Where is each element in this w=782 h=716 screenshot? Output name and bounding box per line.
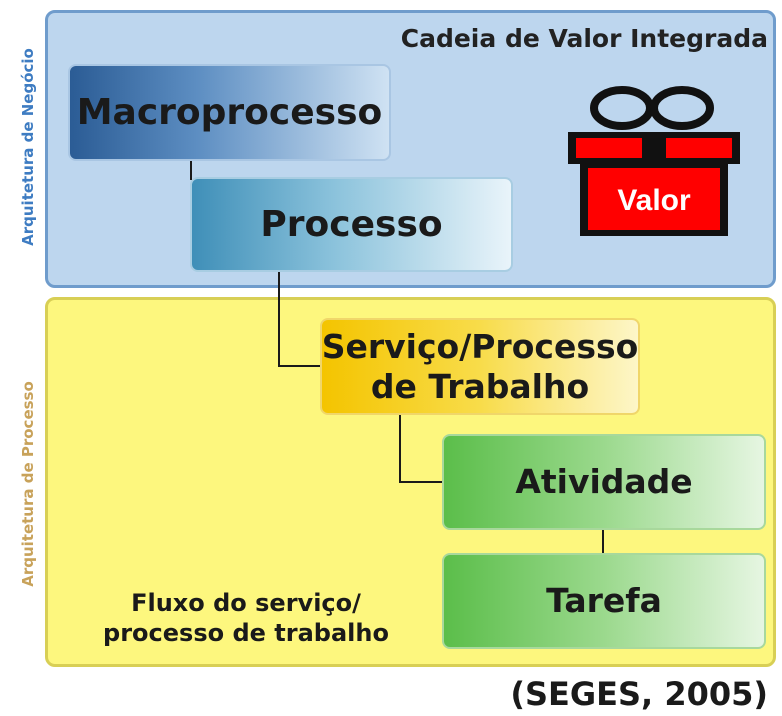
process-box: Processo xyxy=(190,177,513,272)
connector-servico-atividade xyxy=(399,415,444,483)
flow-label: Fluxo do serviço/ processo de trabalho xyxy=(66,588,426,648)
value-chain-title: Cadeia de Valor Integrada xyxy=(400,24,768,53)
connector-processo-servico xyxy=(278,272,322,367)
flow-label-line1: Fluxo do serviço/ xyxy=(131,589,361,617)
macroprocess-box: Macroprocesso xyxy=(68,64,391,161)
task-box: Tarefa xyxy=(442,553,766,649)
gift-label: Valor xyxy=(617,184,691,217)
activity-box: Atividade xyxy=(442,434,766,530)
gift-icon: Valor xyxy=(568,86,740,236)
flow-label-line2: processo de trabalho xyxy=(103,619,389,647)
service-work-process-box: Serviço/Processo de Trabalho xyxy=(320,318,640,415)
source-citation: (SEGES, 2005) xyxy=(510,675,768,713)
